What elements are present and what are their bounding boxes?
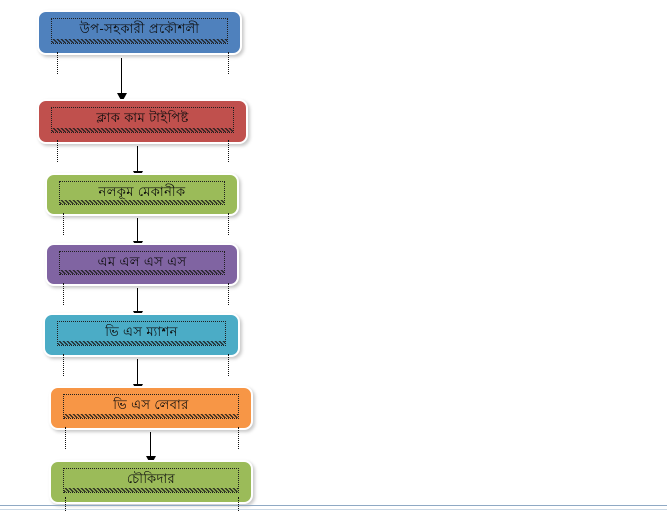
guide-left-6 [65, 427, 66, 449]
guide-left-2 [57, 140, 58, 162]
connector-line-4 [137, 288, 138, 313]
flow-node-5-baseline [58, 341, 225, 345]
guide-right-6 [238, 427, 239, 449]
flow-node-2-baseline [52, 128, 233, 132]
flow-node-7-label: চৌকিদার [126, 471, 176, 486]
guide-right-2 [228, 140, 229, 162]
guide-right-3 [228, 213, 229, 235]
flow-node-7[interactable]: চৌকিদার [49, 460, 253, 504]
guide-left-5 [63, 354, 64, 376]
guide-right-7 [238, 497, 239, 511]
guide-right-5 [228, 354, 229, 376]
flow-node-4-baseline [60, 270, 224, 274]
guide-left-3 [63, 213, 64, 235]
flow-node-6-label: ভি এস লেবার [113, 397, 189, 412]
connector-line-6 [150, 432, 151, 458]
guide-right-4 [228, 283, 229, 305]
connector-line-3 [137, 218, 138, 243]
flow-node-1-baseline [52, 39, 227, 43]
flow-node-3[interactable]: নলকূম মেকানীক [45, 173, 239, 216]
guide-right-1 [228, 52, 229, 74]
guide-left-1 [57, 52, 58, 74]
flow-node-4[interactable]: এম এল এস এস [45, 243, 239, 286]
flow-node-2[interactable]: ক্লাক কাম টাইপিষ্ট [37, 99, 248, 144]
flow-node-7-baseline [64, 488, 238, 492]
flow-node-1[interactable]: উপ-সহকারী প্রকৌশলী [37, 10, 242, 55]
flow-node-6-textframe[interactable]: ভি এস লেবার [63, 394, 239, 419]
flow-node-4-label: এম এল এস এস [97, 254, 187, 269]
flow-node-2-label: ক্লাক কাম টাইপিষ্ট [96, 110, 189, 125]
flow-node-5[interactable]: ভি এস ম্যাশন [43, 313, 240, 357]
guide-left-4 [63, 283, 64, 305]
page-boundary-soft-line [0, 509, 667, 510]
flow-node-6-baseline [64, 414, 238, 418]
flow-node-3-baseline [60, 200, 224, 204]
flow-node-3-label: নলকূম মেকানীক [98, 184, 186, 199]
flow-node-2-textframe[interactable]: ক্লাক কাম টাইপিষ্ট [51, 107, 234, 133]
page-boundary-line [0, 505, 667, 506]
connector-line-1 [121, 58, 122, 95]
connector-line-2 [137, 146, 138, 173]
flow-node-4-textframe[interactable]: এম এল এস এস [59, 251, 225, 275]
flow-node-5-textframe[interactable]: ভি এস ম্যাশন [57, 321, 226, 346]
connector-line-5 [137, 359, 138, 386]
flow-node-6[interactable]: ভি এস লেবার [49, 386, 253, 430]
flow-node-1-label: উপ-সহকারী প্রকৌশলী [79, 21, 200, 36]
flow-node-7-textframe[interactable]: চৌকিদার [63, 468, 239, 493]
flow-node-1-textframe[interactable]: উপ-সহকারী প্রকৌশলী [51, 18, 228, 44]
connector-arrowhead-1 [117, 93, 127, 102]
flow-node-3-textframe[interactable]: নলকূম মেকানীক [59, 181, 225, 205]
guide-left-7 [65, 497, 66, 511]
flow-node-5-label: ভি এস ম্যাশন [105, 324, 178, 339]
